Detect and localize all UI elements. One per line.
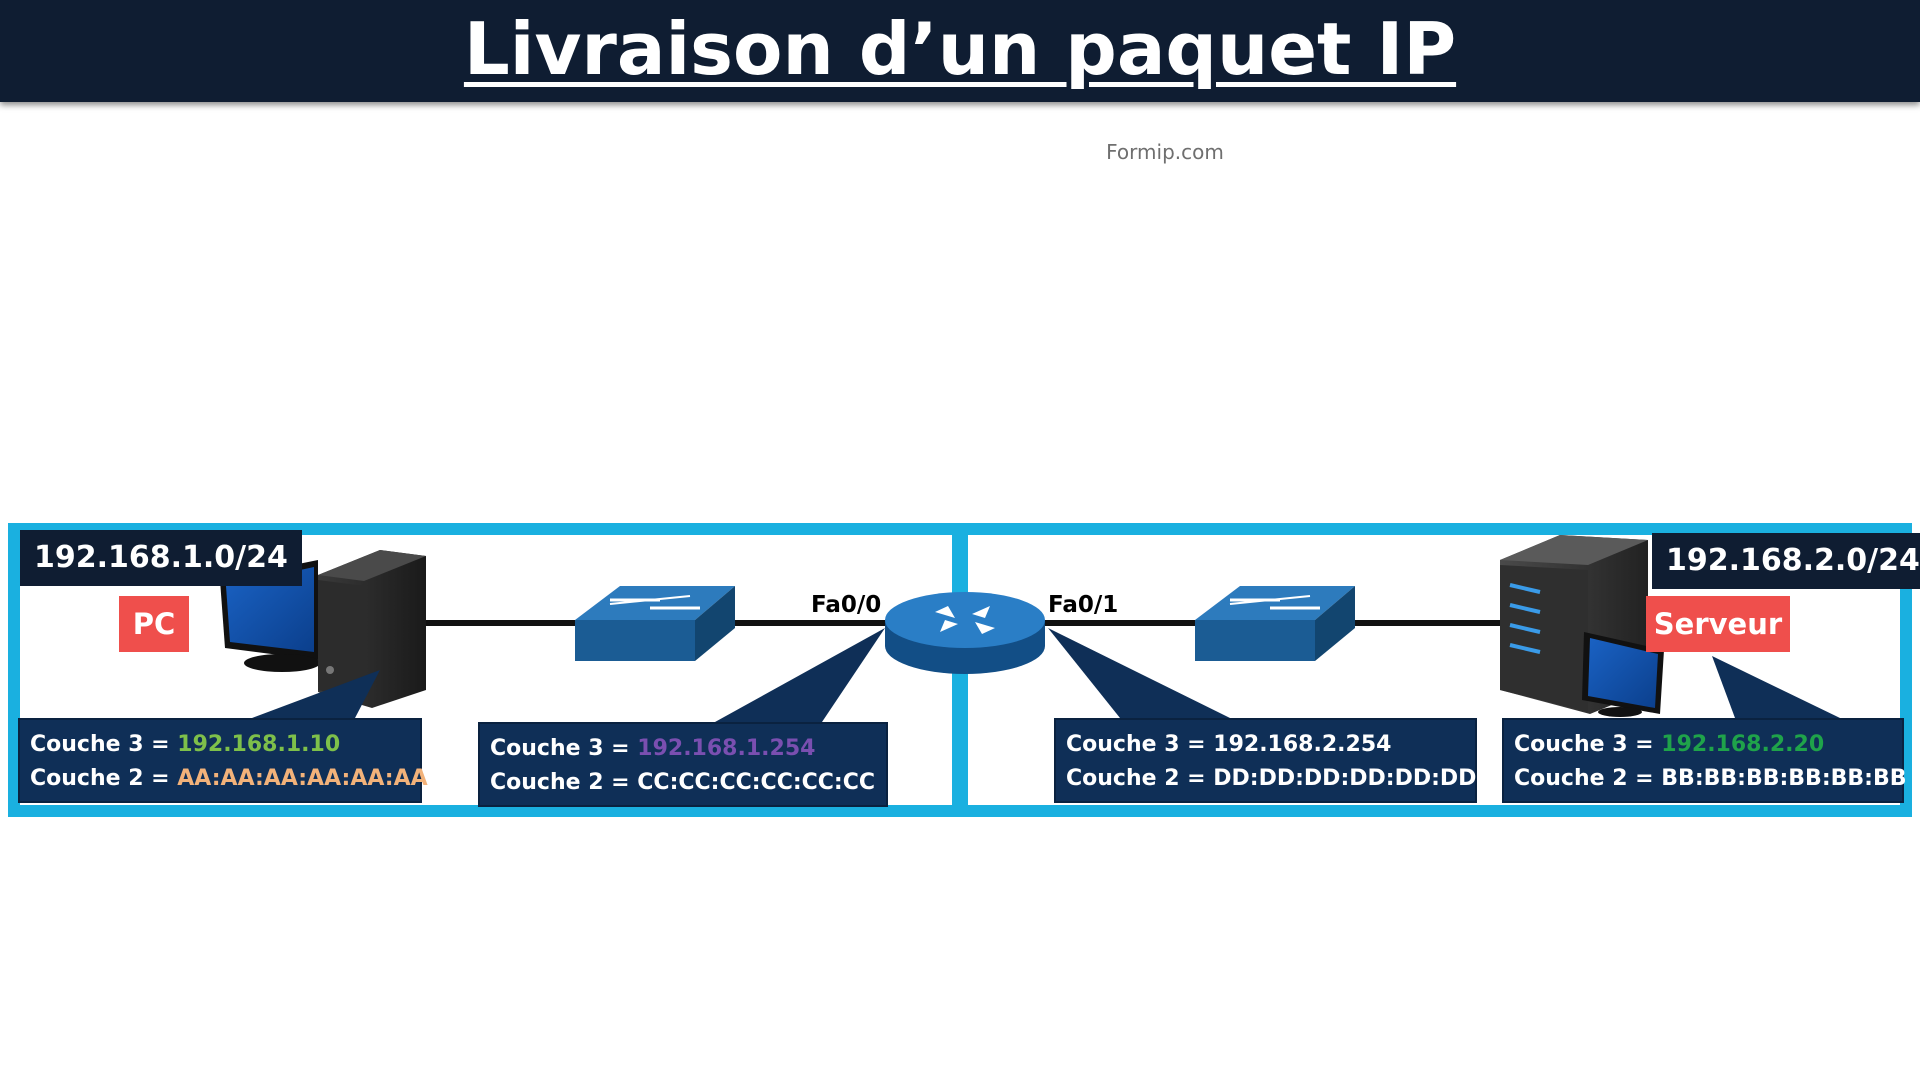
callout-pointer-server	[1712, 656, 1840, 718]
layer2-label: Couche 2 =	[1514, 766, 1654, 791]
pc-mac-value: AA:AA:AA:AA:AA:AA	[177, 766, 428, 791]
layer3-label: Couche 3 =	[490, 736, 630, 761]
header-bar: Livraison d’un paquet IP	[0, 0, 1920, 102]
switch-right-icon	[1195, 586, 1355, 661]
layer3-label: Couche 3 =	[30, 732, 170, 757]
pc-layer2-row: Couche 2 = AA:AA:AA:AA:AA:AA	[30, 762, 428, 796]
router-right-mac-value: DD:DD:DD:DD:DD:DD	[1213, 766, 1477, 791]
watermark-text: Formip.com	[1106, 140, 1224, 164]
router-left-ip-value: 192.168.1.254	[637, 736, 816, 761]
port-label-fa0-1: Fa0/1	[1048, 592, 1119, 618]
device-label-pc: PC	[119, 596, 189, 652]
server-ip-value: 192.168.2.20	[1661, 732, 1825, 757]
subnet-label-left: 192.168.1.0/24	[20, 530, 302, 586]
subnet-label-right: 192.168.2.0/24	[1652, 533, 1920, 589]
router-right-layer2-row: Couche 2 = DD:DD:DD:DD:DD:DD	[1066, 762, 1477, 796]
server-mac-value: BB:BB:BB:BB:BB:BB	[1661, 766, 1907, 791]
server-tower-icon	[1500, 535, 1664, 717]
switch-left-icon	[575, 586, 735, 661]
router-left-mac-value: CC:CC:CC:CC:CC:CC	[637, 770, 876, 795]
server-layer3-row: Couche 3 = 192.168.2.20	[1514, 728, 1902, 762]
info-box-router-right: Couche 3 = 192.168.2.254 Couche 2 = DD:D…	[1054, 718, 1477, 803]
router-icon	[885, 592, 1045, 674]
callout-pointer-pc	[252, 670, 380, 718]
page-title: Livraison d’un paquet IP	[463, 7, 1457, 91]
server-layer2-row: Couche 2 = BB:BB:BB:BB:BB:BB	[1514, 762, 1907, 796]
router-right-ip-value: 192.168.2.254	[1213, 732, 1392, 757]
layer2-label: Couche 2 =	[30, 766, 170, 791]
pc-layer3-row: Couche 3 = 192.168.1.10	[30, 728, 420, 762]
callout-pointer-router-right	[1048, 628, 1230, 718]
router-right-layer3-row: Couche 3 = 192.168.2.254	[1066, 728, 1475, 762]
port-label-fa0-0: Fa0/0	[811, 592, 882, 618]
pc-ip-value: 192.168.1.10	[177, 732, 341, 757]
device-label-server: Serveur	[1646, 596, 1790, 652]
layer3-label: Couche 3 =	[1514, 732, 1654, 757]
callout-pointer-router-left	[715, 628, 885, 722]
layer2-label: Couche 2 =	[490, 770, 630, 795]
info-box-router-left: Couche 3 = 192.168.1.254 Couche 2 = CC:C…	[478, 722, 888, 807]
layer2-label: Couche 2 =	[1066, 766, 1206, 791]
router-left-layer2-row: Couche 2 = CC:CC:CC:CC:CC:CC	[490, 766, 886, 800]
info-box-server: Couche 3 = 192.168.2.20 Couche 2 = BB:BB…	[1502, 718, 1907, 803]
router-left-layer3-row: Couche 3 = 192.168.1.254	[490, 732, 886, 766]
info-box-pc: Couche 3 = 192.168.1.10 Couche 2 = AA:AA…	[18, 718, 428, 803]
layer3-label: Couche 3 =	[1066, 732, 1206, 757]
